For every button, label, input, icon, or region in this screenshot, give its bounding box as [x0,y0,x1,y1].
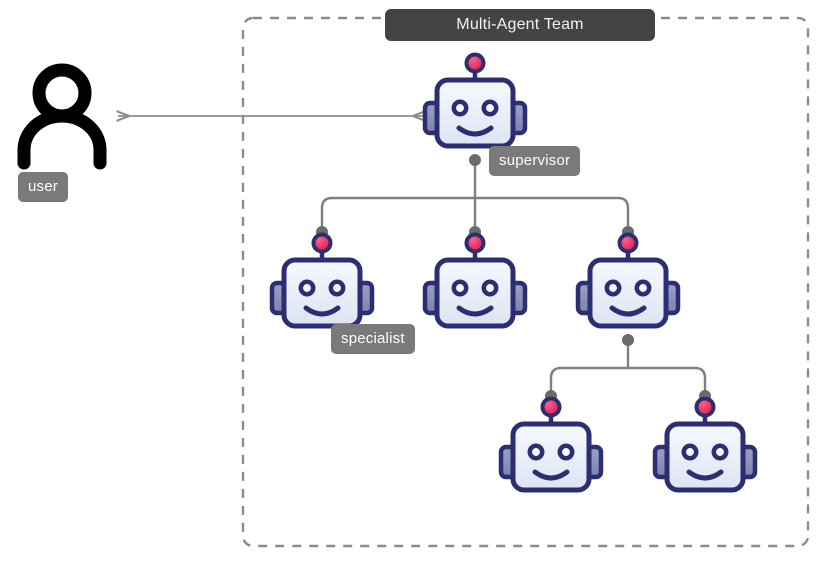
agent-specialist-2[interactable] [425,235,525,327]
group-title: Multi-Agent Team [385,9,655,41]
agent-supervisor[interactable] [425,55,525,147]
agent-specialist-5[interactable] [655,399,755,491]
edge-specialist3-children [549,338,707,394]
agent-specialist-1[interactable] [272,235,372,327]
agent-specialist-4[interactable] [501,399,601,491]
person-icon [17,63,107,170]
user-label: user [18,172,68,202]
specialist-label: specialist [331,324,415,354]
edge-supervisor-children [320,158,630,230]
agent-specialist-3[interactable] [578,235,678,327]
supervisor-label: supervisor [489,146,581,176]
